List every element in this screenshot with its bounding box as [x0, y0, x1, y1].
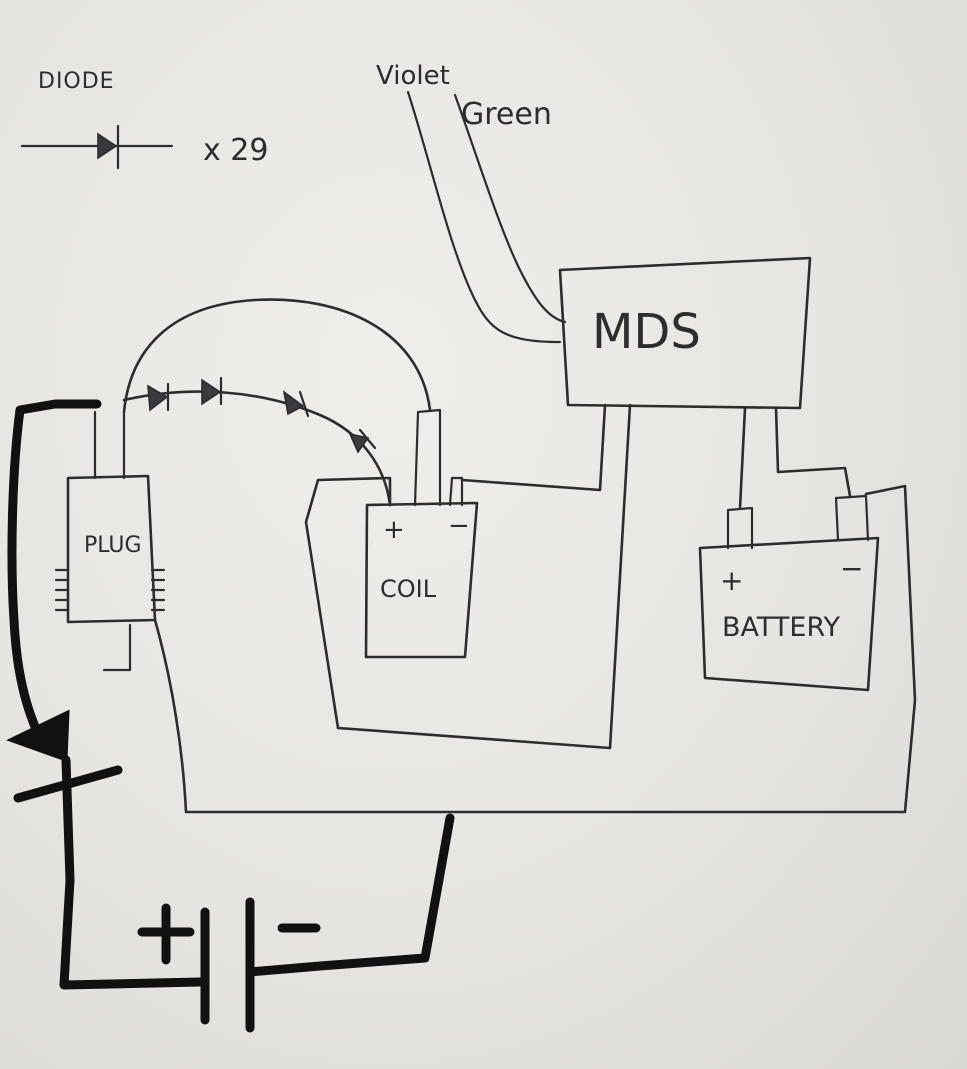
- coil-box: [364, 408, 479, 659]
- legend-diode-count: x 29: [203, 133, 268, 168]
- outer-ground-loop: [153, 484, 917, 814]
- green-wire: [453, 93, 567, 324]
- legend-diode-title: DIODE: [38, 69, 115, 94]
- external-source-circuit: [6, 399, 455, 1033]
- mds-label: MDS: [592, 304, 701, 360]
- legend-diode-symbol: [20, 124, 174, 170]
- battery-plus-to-mds: [738, 406, 747, 510]
- wire-label-violet: Violet: [376, 61, 450, 91]
- diode-chain: [147, 376, 377, 454]
- battery-minus: −: [840, 552, 863, 585]
- diode-chain-wire: [122, 390, 392, 507]
- coil-housing-loop: [304, 403, 632, 750]
- plug-label: PLUG: [84, 533, 142, 558]
- wire-label-green: Green: [461, 97, 552, 132]
- coil-minus-to-mds: [460, 403, 607, 492]
- coil-minus: −: [448, 511, 470, 541]
- violet-wire: [406, 90, 562, 344]
- mds-box: [558, 256, 812, 410]
- coil-plus: +: [383, 515, 405, 545]
- battery-label: BATTERY: [722, 612, 841, 643]
- plug-to-coil-arc: [122, 298, 432, 414]
- battery-minus-to-mds: [774, 406, 852, 498]
- coil-label: COIL: [380, 575, 437, 603]
- battery-plus: +: [720, 564, 743, 597]
